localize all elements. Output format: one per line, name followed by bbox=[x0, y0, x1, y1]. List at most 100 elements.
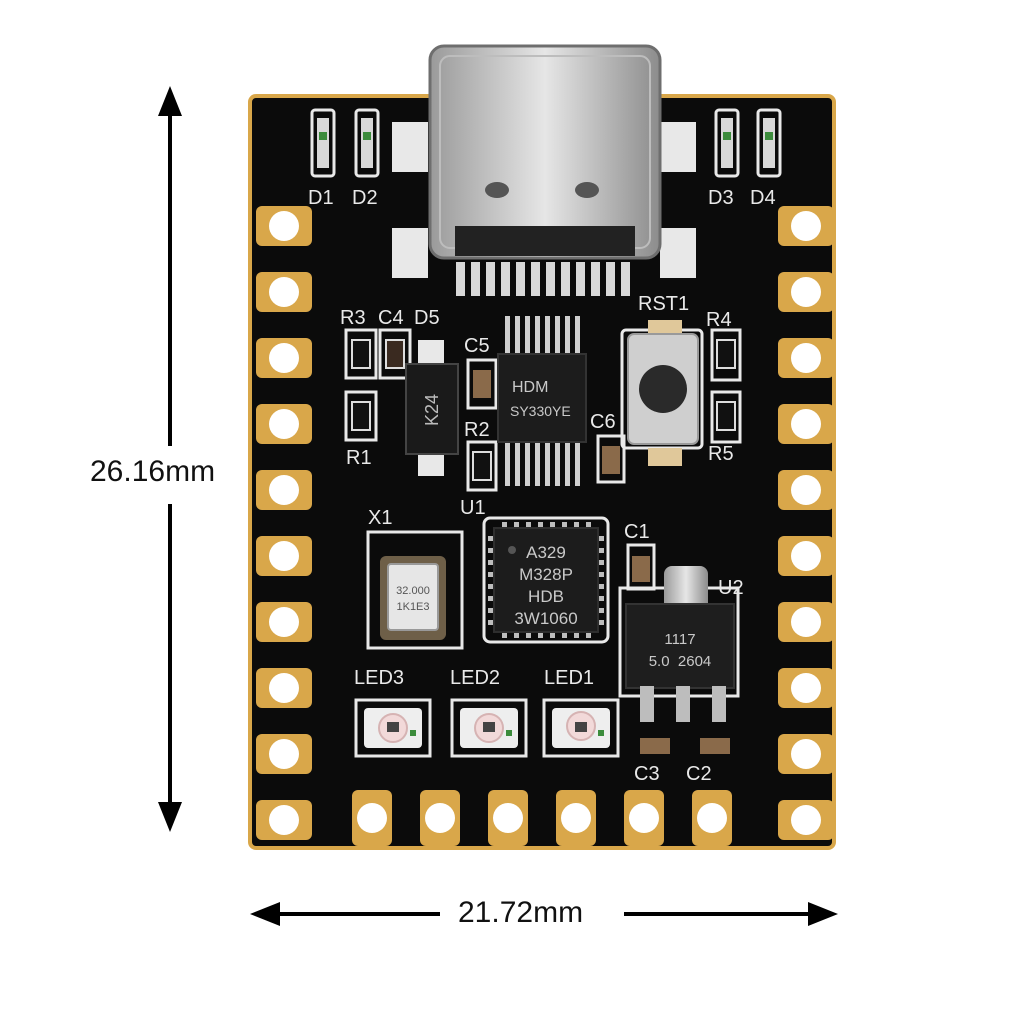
castellated-pad bbox=[256, 404, 312, 444]
smd-led bbox=[756, 108, 782, 178]
ic-pin bbox=[505, 316, 510, 356]
regulator-line-1: 1117 bbox=[664, 631, 695, 648]
label-c1: C1 bbox=[624, 521, 650, 543]
smd-led bbox=[714, 108, 740, 178]
castellated-pad bbox=[778, 536, 834, 576]
mcu-pin bbox=[596, 572, 604, 577]
usb-pin bbox=[576, 262, 585, 296]
mcu-line-3: HDB bbox=[528, 587, 564, 606]
mcu-pin bbox=[596, 620, 604, 625]
mcu-pin bbox=[562, 522, 567, 530]
ic-pin bbox=[535, 440, 540, 486]
mcu-pin bbox=[538, 630, 543, 638]
label-r2: R2 bbox=[464, 419, 490, 441]
height-label: 26.16mm bbox=[84, 455, 222, 489]
castellated-pad bbox=[488, 790, 528, 846]
mcu-pin bbox=[502, 522, 507, 530]
usb-pin bbox=[501, 262, 510, 296]
castellated-pad bbox=[778, 404, 834, 444]
usb-serial-chip: HDM SY330YE bbox=[497, 316, 587, 486]
component-outlines bbox=[344, 328, 742, 698]
usb-c-connector bbox=[392, 44, 696, 296]
castellated-pad bbox=[256, 470, 312, 510]
mcu-pin bbox=[488, 536, 496, 541]
label-r4: R4 bbox=[706, 309, 732, 331]
mcu-line-1: A329 bbox=[526, 543, 566, 562]
castellated-pad bbox=[556, 790, 596, 846]
castellated-pad bbox=[256, 668, 312, 708]
diode-d5: K24 bbox=[405, 340, 459, 476]
usb-pin bbox=[531, 262, 540, 296]
castellated-pad bbox=[778, 338, 834, 378]
mcu-pin bbox=[596, 548, 604, 553]
label-rst1: RST1 bbox=[638, 293, 689, 315]
crystal-x1: 32.000 1K1E3 bbox=[380, 556, 446, 640]
castellated-pads-bottom bbox=[352, 790, 732, 846]
rgb-leds bbox=[354, 698, 620, 758]
mcu-pin bbox=[586, 522, 591, 530]
mcu-pin bbox=[596, 536, 604, 541]
smd-led bbox=[310, 108, 336, 178]
width-label: 21.72mm bbox=[452, 896, 590, 930]
usb-pin bbox=[606, 262, 615, 296]
mcu-pin bbox=[538, 522, 543, 530]
mcu-pin bbox=[502, 630, 507, 638]
rgb-led bbox=[450, 698, 528, 758]
mcu-pin bbox=[596, 596, 604, 601]
ic-pin bbox=[565, 316, 570, 356]
reset-button bbox=[627, 320, 699, 466]
usb-pin bbox=[471, 262, 480, 296]
castellated-pad bbox=[778, 470, 834, 510]
width-dimension-arrow bbox=[250, 902, 838, 926]
usb-pin bbox=[591, 262, 600, 296]
label-r1: R1 bbox=[346, 447, 372, 469]
castellated-pads-right bbox=[778, 206, 834, 840]
castellated-pad bbox=[352, 790, 392, 846]
label-u1: U1 bbox=[460, 497, 486, 519]
label-c6: C6 bbox=[590, 411, 616, 433]
smd-led bbox=[354, 108, 380, 178]
mcu-pin bbox=[574, 630, 579, 638]
castellated-pad bbox=[256, 272, 312, 312]
ic-pin bbox=[515, 440, 520, 486]
ic-pin bbox=[575, 316, 580, 356]
ic-pin bbox=[555, 440, 560, 486]
mcu-pin bbox=[488, 548, 496, 553]
ic-pin bbox=[575, 440, 580, 486]
castellated-pad bbox=[256, 800, 312, 840]
castellated-pads-left bbox=[256, 206, 312, 840]
ic-pin bbox=[535, 316, 540, 356]
label-r3: R3 bbox=[340, 307, 366, 329]
usb-pin bbox=[621, 262, 630, 296]
mcu-pin bbox=[488, 572, 496, 577]
ic-pin bbox=[545, 440, 550, 486]
usb-pin bbox=[456, 262, 465, 296]
mcu-pin bbox=[488, 584, 496, 589]
mcu-pin bbox=[596, 608, 604, 613]
castellated-pad bbox=[778, 734, 834, 774]
label-d2: D2 bbox=[352, 187, 378, 209]
label-x1: X1 bbox=[368, 507, 392, 529]
label-c3: C3 bbox=[634, 763, 660, 785]
label-d1: D1 bbox=[308, 187, 334, 209]
regulator-line-2: 5.0 2604 bbox=[649, 653, 712, 670]
label-c5: C5 bbox=[464, 335, 490, 357]
castellated-pad bbox=[256, 206, 312, 246]
label-led1: LED1 bbox=[544, 667, 594, 689]
label-c2: C2 bbox=[686, 763, 712, 785]
castellated-pad bbox=[256, 536, 312, 576]
mcu-line-2: M328P bbox=[519, 565, 573, 584]
ic-pin bbox=[565, 440, 570, 486]
label-r5: R5 bbox=[708, 443, 734, 465]
ic-pin bbox=[525, 440, 530, 486]
castellated-pad bbox=[624, 790, 664, 846]
mcu-pin bbox=[514, 630, 519, 638]
castellated-pad bbox=[256, 338, 312, 378]
voltage-regulator: 1117 5.0 2604 bbox=[625, 566, 735, 722]
passive-components bbox=[351, 339, 736, 754]
mcu-pin bbox=[586, 630, 591, 638]
mcu-pin bbox=[526, 630, 531, 638]
mcu-pin bbox=[488, 596, 496, 601]
castellated-pad bbox=[778, 800, 834, 840]
